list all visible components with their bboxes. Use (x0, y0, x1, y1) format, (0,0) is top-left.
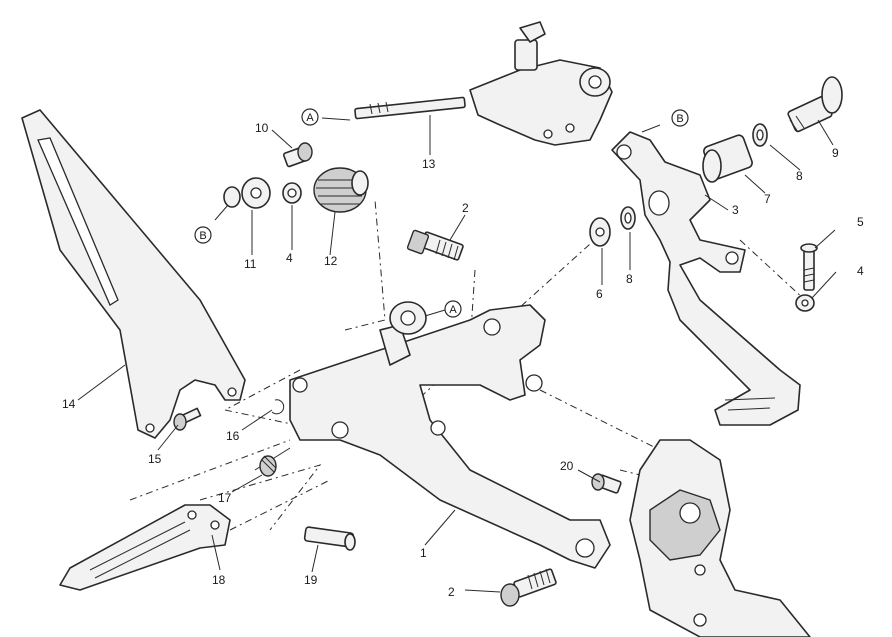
callout-10: 10 (255, 121, 269, 135)
leader-lines (77, 115, 837, 593)
callout-20: 20 (560, 459, 574, 473)
reference-a-top: A (301, 108, 319, 126)
bolt-15 (173, 407, 202, 431)
svg-text:A: A (306, 112, 314, 124)
bolt-2-upper (406, 229, 464, 261)
callout-numbers: 1 2 2 3 4 4 5 6 7 8 8 9 10 11 12 13 14 1… (62, 121, 864, 599)
circlip-16 (271, 399, 285, 415)
reference-a-mid: A (444, 300, 462, 318)
bushing-7 (702, 134, 753, 183)
callout-16: 16 (226, 429, 240, 443)
pin-19 (303, 526, 356, 551)
callout-11: 11 (244, 257, 257, 271)
callout-1: 1 (420, 546, 427, 560)
footrest-bracket-1 (289, 301, 611, 569)
bolt-2-lower (500, 568, 557, 607)
callout-8-right: 8 (796, 169, 803, 183)
screw-5 (800, 243, 818, 291)
callout-2-lower: 2 (448, 585, 455, 599)
callout-3: 3 (732, 203, 739, 217)
fastener-stack (223, 142, 369, 213)
reference-b-right: B (671, 109, 689, 127)
callout-19: 19 (304, 573, 318, 587)
footpeg-18 (59, 504, 231, 591)
spring-12 (313, 167, 369, 213)
callout-9: 9 (832, 146, 839, 160)
callout-4-left: 4 (286, 251, 293, 265)
nut-4-right (795, 294, 815, 312)
callout-2-upper: 2 (462, 201, 469, 215)
brake-pedal-3 (611, 131, 801, 426)
callout-6: 6 (596, 287, 603, 301)
callout-18: 18 (212, 573, 226, 587)
frame-section (629, 439, 811, 637)
washer-6 (589, 217, 611, 247)
callout-8-left: 8 (626, 272, 633, 286)
master-cylinder-13 (354, 21, 613, 146)
pivot-bolt-9 (787, 76, 843, 133)
callout-12: 12 (324, 254, 338, 268)
spring-17 (254, 447, 291, 477)
callout-17: 17 (218, 491, 232, 505)
washer-8-right (752, 123, 768, 147)
callout-15: 15 (148, 452, 162, 466)
callout-14: 14 (62, 397, 76, 411)
callout-4-right: 4 (857, 264, 864, 278)
svg-text:B: B (199, 230, 206, 242)
heel-guard-plate (21, 109, 246, 439)
callout-5: 5 (857, 215, 864, 229)
svg-text:A: A (449, 304, 457, 316)
screw-20 (591, 473, 622, 494)
callout-7: 7 (764, 192, 771, 206)
svg-text:B: B (676, 113, 683, 125)
callout-13: 13 (422, 157, 436, 171)
washer-8-left (620, 206, 636, 230)
reference-b-left: B (194, 226, 212, 244)
